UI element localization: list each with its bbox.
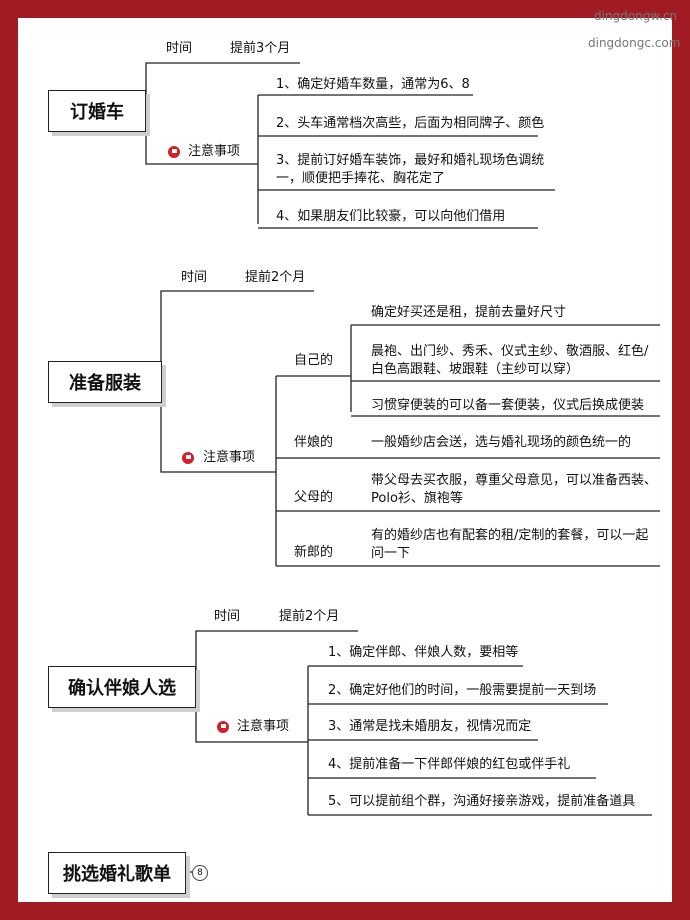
flag-icon [217,721,229,733]
s3-time-value: 提前2个月 [279,609,340,624]
s2-self-item-2: 晨袍、出门纱、秀禾、仪式主纱、敬酒服、红色/白色高跟鞋、坡跟鞋（主纱可以穿） [371,344,649,377]
node-wedding-playlist: 挑选婚礼歌单 [48,852,186,894]
page-number-badge: 8 [192,865,208,881]
s2-self-item-1: 确定好买还是租，提前去量好尺寸 [371,305,567,320]
node-prepare-clothing: 准备服装 [48,361,162,403]
s2-time-value: 提前2个月 [245,270,306,285]
s2-groom-item: 有的婚纱店也有配套的租/定制的套餐，可以一起问一下 [371,528,649,561]
connector-lines [145,62,660,873]
s1-time-value: 提前3个月 [230,41,291,56]
node-confirm-bridesmaids: 确认伴娘人选 [48,666,196,708]
s2-notes-label: 注意事项 [203,450,256,465]
flag-icon [182,452,194,464]
s3-item-5: 5、可以提前组个群，沟通好接亲游戏，提前准备道具 [328,794,636,809]
s1-notes-label: 注意事项 [188,144,241,159]
s2-parents-item: 带父母去买衣服，尊重父母意见，可以准备西装、Polo衫、旗袍等 [371,473,658,506]
s2-bridesmaid-label: 伴娘的 [294,435,334,450]
s2-time-label: 时间 [181,270,208,285]
s3-item-4: 4、提前准备一下伴郎伴娘的红包或伴手礼 [328,757,571,772]
s1-item-1: 1、确定好婚车数量，通常为6、8 [276,77,470,92]
s3-item-1: 1、确定伴郎、伴娘人数，要相等 [328,645,519,660]
node-wedding-car: 订婚车 [48,90,146,132]
watermark-2: dingdongc.com [588,36,681,50]
s2-parents-label: 父母的 [294,490,334,505]
s2-bridesmaid-item: 一般婚纱店会送，选与婚礼现场的颜色统一的 [371,435,632,450]
watermark-1: dingdongw.cn [594,9,678,23]
s1-item-2: 2、头车通常档次高些，后面为相同牌子、颜色 [276,116,545,131]
s1-item-4: 4、如果朋友们比较豪，可以向他们借用 [276,209,506,224]
s2-self-label: 自己的 [294,353,334,368]
mind-map-sheet: dingdongw.cn dingdongc.com 订婚车 时间 提前3个月 … [18,9,680,902]
s3-item-2: 2、确定好他们的时间，一般需要提前一天到场 [328,683,597,698]
s1-time-label: 时间 [166,41,193,56]
s3-item-3: 3、通常是找未婚朋友，视情况而定 [328,719,532,734]
flag-icon [168,146,180,158]
s1-item-3: 3、提前订好婚车装饰，最好和婚礼现场色调统一，顺便把手捧花、胸花定了 [276,153,545,186]
s2-self-item-3: 习惯穿便装的可以备一套便装，仪式后换成便装 [371,398,645,413]
s3-time-label: 时间 [214,609,241,624]
s3-notes-label: 注意事项 [237,719,290,734]
s2-groom-label: 新郎的 [294,545,334,560]
